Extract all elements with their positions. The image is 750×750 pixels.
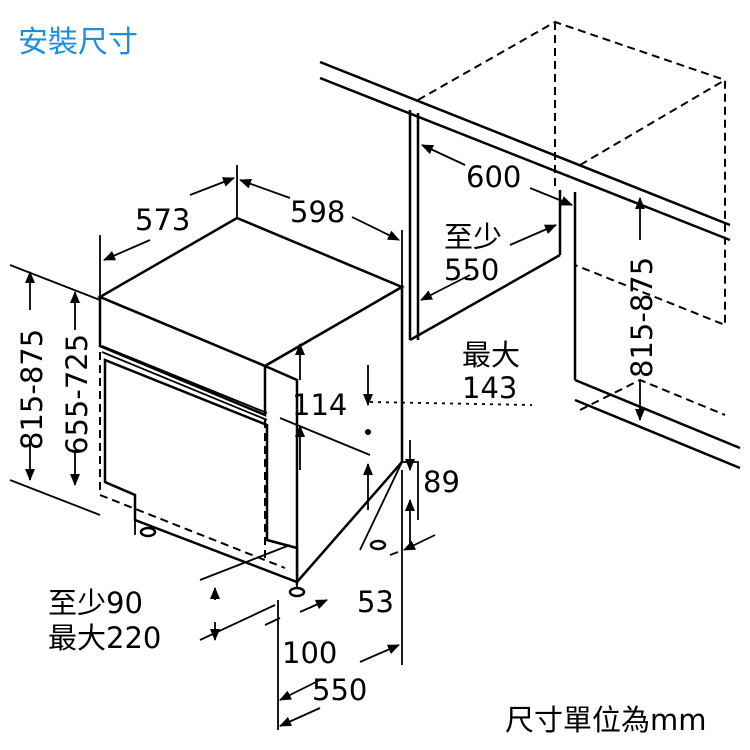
- unit-note: 尺寸單位為mm: [505, 703, 707, 737]
- depth-label: 573: [135, 203, 190, 237]
- height-left-label: 815-875: [15, 329, 49, 450]
- page-title: 安裝尺寸: [18, 25, 138, 60]
- height-right-label: 815-875: [625, 257, 659, 378]
- total-depth-label: 550: [312, 673, 367, 707]
- plinth-depth-label: 100: [282, 636, 337, 670]
- height-door-label: 655-725: [60, 334, 94, 455]
- niche-min-caption: 至少: [444, 220, 502, 254]
- plinth-min-label: 至少90: [48, 586, 143, 620]
- niche-min-value: 550: [444, 253, 499, 287]
- max-value: 143: [462, 371, 517, 405]
- dishwasher: [97, 216, 419, 598]
- foot-offset-label: 53: [357, 585, 394, 619]
- width-label: 598: [290, 195, 345, 229]
- plinth-gap-label: 114: [292, 388, 347, 422]
- niche-width-label: 600: [466, 160, 521, 194]
- foot-height-label: 89: [423, 465, 460, 499]
- max-caption: 最大: [462, 338, 520, 372]
- plinth-max-label: 最大220: [48, 621, 161, 655]
- dimension-lines: [9, 144, 645, 730]
